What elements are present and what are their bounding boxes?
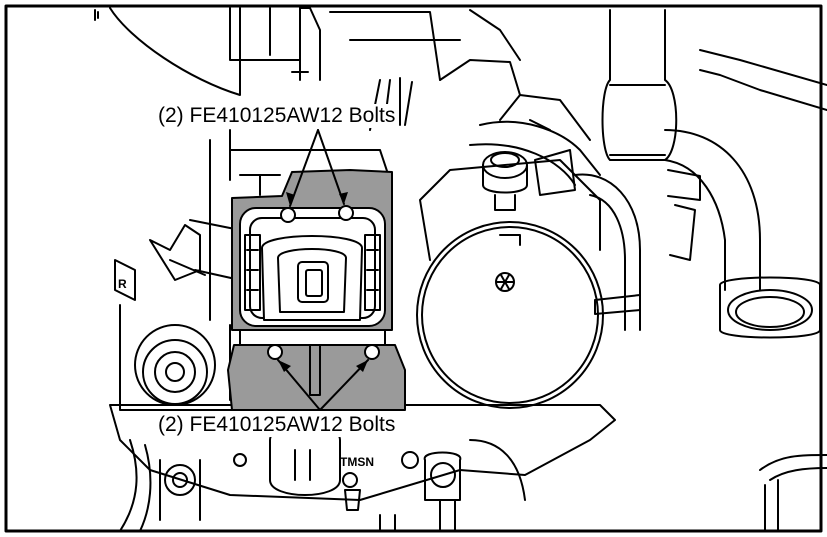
top-cover — [94, 7, 521, 131]
bolt-bottom-left — [267, 344, 283, 360]
callout-top-bolts: (2) FE410125AW12 Bolts — [156, 104, 398, 128]
pulley-assembly — [114, 259, 241, 411]
bolt-top-left — [280, 207, 296, 223]
side-mark-text: R — [118, 277, 127, 291]
bolts — [267, 205, 380, 360]
leader-arrowheads — [278, 192, 368, 372]
port-mark-text: TMSN — [340, 455, 374, 469]
hose-assembly — [469, 94, 641, 331]
bolt-top-right — [338, 205, 354, 221]
intake-pipe — [601, 9, 827, 339]
callout-bottom-bolts: (2) FE410125AW12 Bolts — [156, 413, 398, 437]
bottom-fittings — [119, 439, 827, 532]
round-tank — [416, 159, 604, 409]
connector-housing — [239, 207, 386, 396]
frame-border — [4, 4, 823, 533]
bolt-bottom-right — [364, 344, 380, 360]
